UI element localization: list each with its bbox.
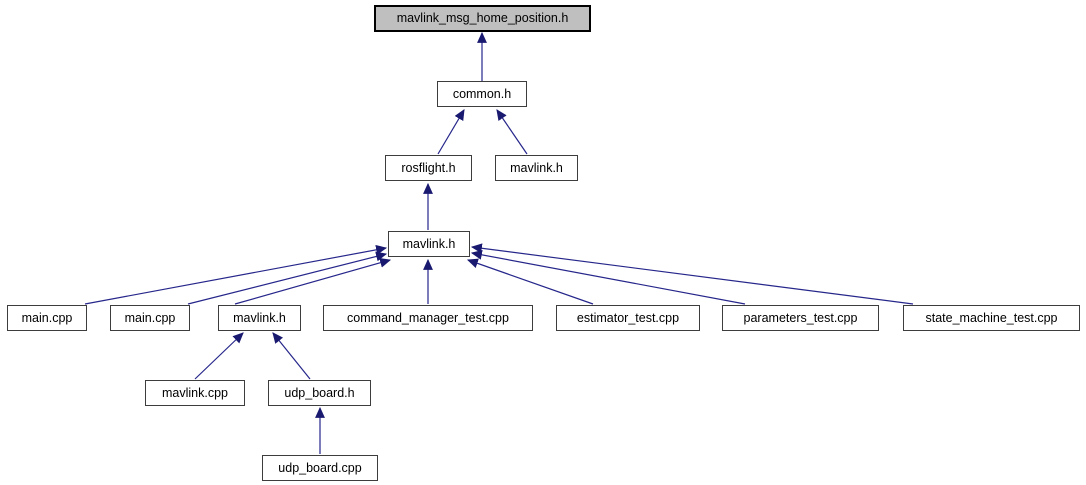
node-state-machine-test-cpp[interactable]: state_machine_test.cpp <box>903 305 1080 331</box>
node-command-manager-test-cpp[interactable]: command_manager_test.cpp <box>323 305 533 331</box>
node-main-cpp-2[interactable]: main.cpp <box>110 305 190 331</box>
edge-mavlink-h-top-to-common-h <box>496 109 528 155</box>
node-rosflight-h[interactable]: rosflight.h <box>385 155 472 181</box>
node-mavlink-cpp[interactable]: mavlink.cpp <box>145 380 245 406</box>
edge-state-machine-test-to-mavlink-h-mid <box>470 243 914 305</box>
node-mavlink-msg-home-position-h: mavlink_msg_home_position.h <box>374 5 591 32</box>
node-common-h[interactable]: common.h <box>437 81 527 107</box>
edge-parameters-test-to-mavlink-h-mid <box>470 249 746 305</box>
node-mavlink-h-low[interactable]: mavlink.h <box>218 305 301 331</box>
node-mavlink-h-mid[interactable]: mavlink.h <box>388 231 470 257</box>
node-udp-board-h[interactable]: udp_board.h <box>268 380 371 406</box>
node-main-cpp-1[interactable]: main.cpp <box>7 305 87 331</box>
node-estimator-test-cpp[interactable]: estimator_test.cpp <box>556 305 700 331</box>
node-udp-board-cpp[interactable]: udp_board.cpp <box>262 455 378 481</box>
edge-estimator-test-to-mavlink-h-mid <box>466 258 594 305</box>
edge-udp-board-h-to-mavlink-h-low <box>272 332 311 380</box>
node-mavlink-h-top[interactable]: mavlink.h <box>495 155 578 181</box>
edge-main-cpp-1-to-mavlink-h-mid <box>84 244 388 305</box>
edge-rosflight-h-to-common-h <box>437 109 465 155</box>
edge-main-cpp-2-to-mavlink-h-mid <box>187 251 388 305</box>
node-parameters-test-cpp[interactable]: parameters_test.cpp <box>722 305 879 331</box>
edge-mavlink-cpp-to-mavlink-h-low <box>194 332 244 380</box>
edge-mavlink-h-low-to-mavlink-h-mid <box>234 257 392 305</box>
